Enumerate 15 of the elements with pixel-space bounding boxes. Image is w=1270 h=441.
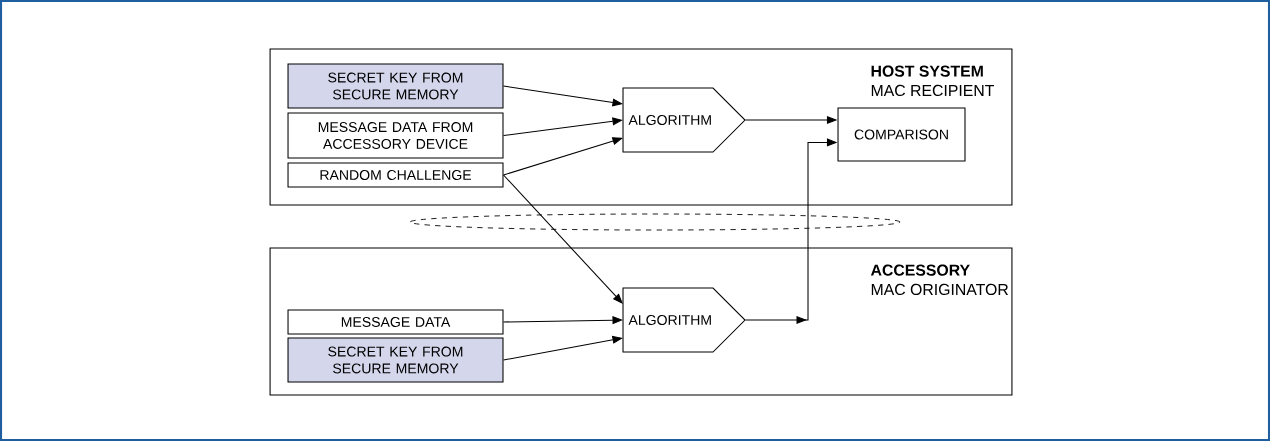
arrow: [503, 316, 623, 325]
arrow: [503, 137, 623, 176]
process-box: MESSAGE DATA FROM ACCESSORY DEVICE: [287, 112, 504, 159]
secret-key-box: SECRET KEY FROM SECURE MEMORY: [287, 63, 504, 109]
algorithm-block: ALGORITHM: [622, 87, 746, 153]
bus-ellipse: [409, 213, 901, 231]
arrow: [503, 174, 623, 304]
secret-key-box: SECRET KEY FROM SECURE MEMORY: [287, 337, 504, 383]
process-box: MESSAGE DATA: [287, 309, 504, 335]
arrow: [503, 85, 623, 107]
arrow: [503, 335, 623, 361]
arrow: [503, 117, 623, 137]
algorithm-block: ALGORITHM: [622, 287, 746, 353]
process-box: COMPARISON: [837, 107, 966, 162]
process-box: RANDOM CHALLENGE: [287, 162, 504, 188]
